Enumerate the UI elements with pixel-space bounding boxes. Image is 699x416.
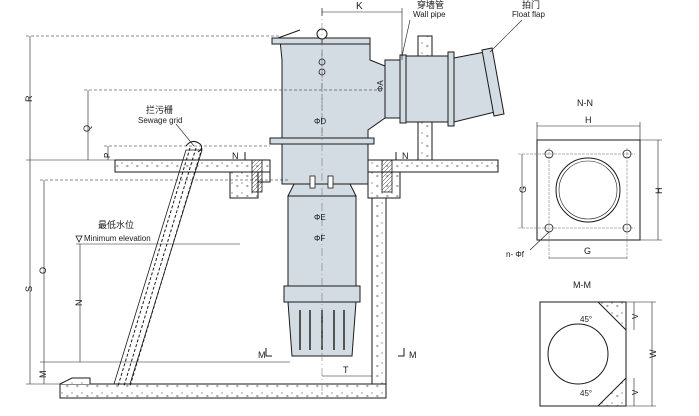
label-min-water-en: Minimum elevation — [84, 234, 151, 243]
sewage-grid — [117, 140, 203, 387]
section-markers — [244, 152, 405, 357]
label-float-flap-cn: 拍门 — [522, 0, 540, 11]
section-nn-H-top: H — [585, 115, 592, 125]
label-sewage-grid-en: Sewage grid — [138, 116, 182, 125]
section-mm-W: W — [648, 349, 658, 358]
label-wall-pipe-cn: 穿墙管 — [417, 0, 444, 11]
label-phi-A: ΦA — [376, 80, 385, 92]
label-phi-E: ΦE — [314, 213, 326, 222]
section-nn-H-right: H — [654, 188, 664, 195]
pump-assembly — [251, 8, 505, 395]
label-T: T — [343, 365, 349, 375]
label-phi-F: ΦF — [314, 234, 325, 243]
dimension-lines — [26, 8, 403, 385]
label-min-water-cn: 最低水位 — [98, 219, 134, 231]
label-K: K — [356, 1, 363, 12]
label-N-right: N — [402, 151, 409, 161]
label-phi-D: ΦD — [314, 117, 326, 126]
label-M-dim: M — [38, 371, 48, 379]
leader-lines — [175, 19, 523, 147]
label-float-flap-en: Float flap — [512, 10, 545, 19]
section-nn-holes: n- Φf — [506, 250, 525, 259]
section-mm: M-M 45° 45° V V W — [539, 280, 658, 407]
section-mm-title: M-M — [573, 280, 591, 290]
section-mm-V-bottom: V — [631, 389, 640, 395]
section-nn-title: N-N — [577, 98, 593, 108]
label-N-dim: N — [74, 300, 84, 307]
label-O: O — [38, 267, 48, 274]
label-sewage-grid-cn: 拦污栅 — [146, 104, 173, 116]
section-mm-angle-top: 45° — [580, 315, 592, 324]
section-mm-V-top: V — [631, 313, 640, 319]
label-P: P — [103, 153, 112, 158]
label-wall-pipe-en: Wall pipe — [413, 10, 446, 19]
label-N-left: N — [232, 151, 239, 161]
section-nn-G-left: G — [518, 186, 528, 193]
section-mm-angle-bottom: 45° — [580, 389, 592, 398]
label-M-left: M — [258, 350, 266, 360]
label-Q: Q — [82, 125, 92, 132]
main-view-labels: K 穿墙管 Wall pipe 拍门 Float flap ΦA ΦD ΦE Φ… — [24, 0, 545, 378]
section-nn-G-bottom: G — [584, 246, 591, 256]
section-nn: N-N H G G H n- Φf — [506, 98, 664, 260]
label-M-right: M — [409, 350, 417, 360]
minimum-elevation-marker — [75, 235, 83, 243]
label-R: R — [24, 95, 34, 102]
label-S: S — [24, 286, 34, 292]
